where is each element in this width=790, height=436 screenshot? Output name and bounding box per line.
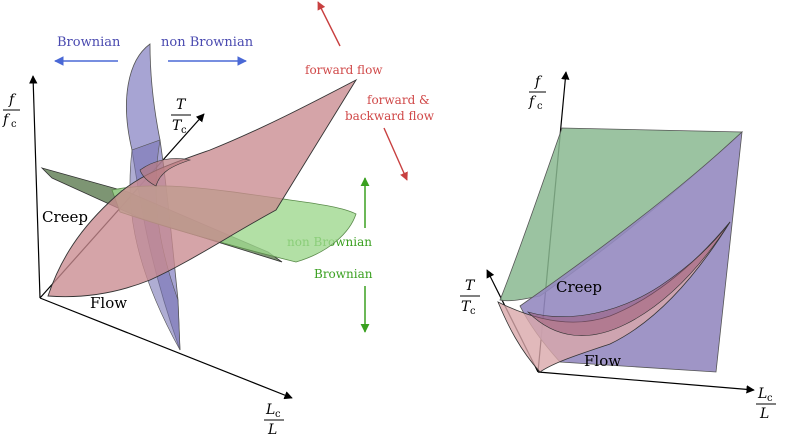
axis-l-left [39, 297, 293, 400]
axis-t-label-right: T T c [460, 278, 480, 317]
svg-text:f: f [8, 92, 17, 108]
svg-text:L: L [759, 406, 769, 422]
svg-text:T: T [465, 278, 476, 294]
svg-text:L: L [265, 402, 275, 418]
axis-l-label-left: L c L [264, 402, 284, 436]
axis-l-label-right: L c L [756, 386, 776, 422]
svg-text:f: f [528, 94, 537, 110]
svg-text:f: f [2, 112, 11, 128]
left-panel: Brownian non Brownian forward flow forwa… [2, 1, 435, 436]
axis-f-left [29, 75, 41, 299]
pink-surface-left [47, 78, 358, 298]
svg-text:c: c [767, 393, 773, 404]
svg-text:L: L [267, 422, 277, 436]
label-forward-flow: forward flow [305, 63, 383, 77]
label-creep-left: Creep [42, 208, 88, 226]
pink-surface-left-fold [139, 158, 192, 187]
label-forward-backward-1: forward & [367, 93, 430, 107]
svg-text:T: T [172, 118, 183, 134]
label-non-brownian: non Brownian [161, 35, 254, 50]
svg-text:c: c [181, 125, 187, 136]
axis-l-right [537, 371, 755, 394]
svg-text:T: T [176, 97, 187, 113]
svg-text:c: c [537, 101, 543, 112]
svg-text:c: c [470, 306, 476, 317]
label-brownian: Brownian [57, 35, 121, 50]
right-panel: f f c T T c L c L Creep Flow [460, 71, 776, 422]
forward-flow-arrow [317, 1, 341, 47]
label-flow-right: Flow [584, 352, 621, 370]
svg-text:f: f [534, 74, 543, 90]
svg-text:c: c [11, 119, 17, 130]
label-creep-right: Creep [556, 278, 602, 296]
dark-pink-band-right [526, 221, 731, 336]
forward-backward-flow-arrow [383, 127, 408, 181]
svg-text:L: L [757, 386, 767, 402]
label-brownian-green: Brownian [314, 267, 373, 281]
label-flow-left: Flow [90, 294, 127, 312]
svg-text:c: c [275, 409, 281, 420]
axis-f-label-right: f f c [528, 74, 546, 112]
axis-f-label-left: f f c [2, 92, 20, 130]
label-forward-backward-2: backward flow [345, 109, 435, 123]
axis-t-label-left: T T c [171, 97, 191, 136]
svg-text:T: T [461, 299, 472, 315]
